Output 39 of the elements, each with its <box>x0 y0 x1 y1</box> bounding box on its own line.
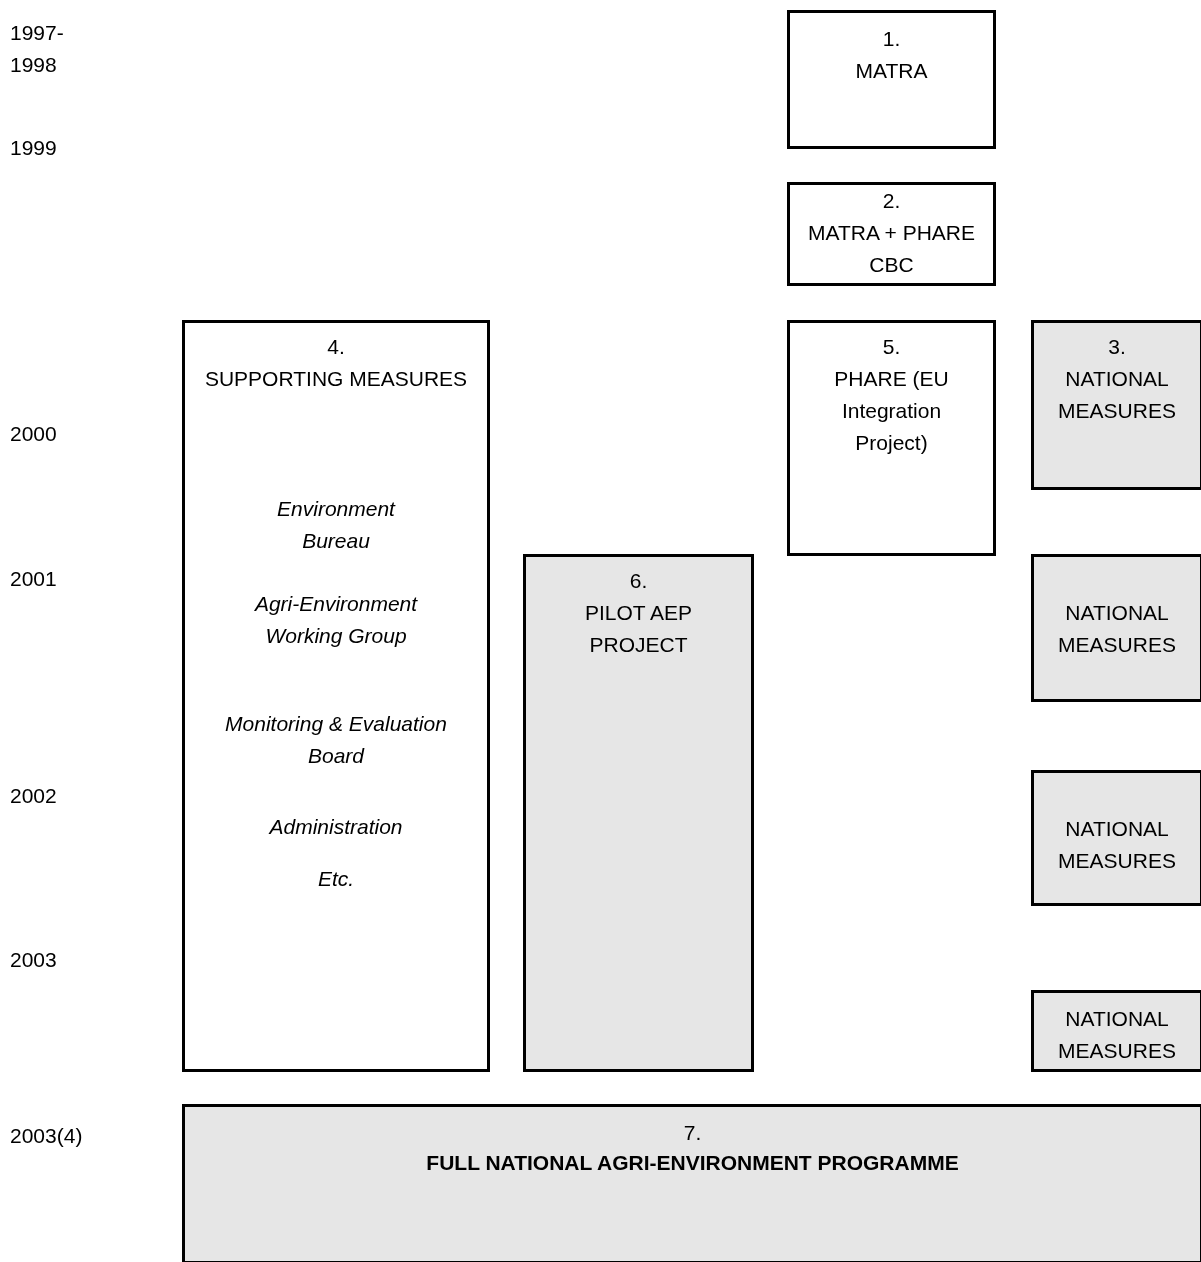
year-label: 2003(4) <box>10 1123 84 1149</box>
shaded-stage-box <box>182 1104 1201 1262</box>
stage-number: 5. <box>881 334 902 360</box>
stage-title: PILOT AEP PROJECT <box>584 600 693 658</box>
stage-title: NATIONAL MEASURES <box>1057 366 1177 424</box>
year-label: 1999 <box>10 135 58 161</box>
stage-title: MATRA + PHARE CBC <box>806 220 977 278</box>
stage-title: PHARE (EU Integration Project) <box>833 366 950 456</box>
stage-number: 7. <box>682 1120 703 1146</box>
measure-item: Administration <box>267 814 404 840</box>
shaded-stage-box <box>1031 770 1201 906</box>
measure-item: Monitoring & Evaluation Board <box>224 711 448 769</box>
shaded-stage-box <box>1031 554 1201 702</box>
stage-box <box>787 320 996 556</box>
shaded-stage-box <box>1031 320 1201 490</box>
year-label: 1997- 1998 <box>10 20 65 78</box>
stage-title: NATIONAL MEASURES <box>1057 600 1177 658</box>
measure-item: Etc. <box>316 866 356 892</box>
stage-title: FULL NATIONAL AGRI-ENVIRONMENT PROGRAMME <box>425 1150 960 1176</box>
measure-item: Agri-Environment Working Group <box>253 591 419 649</box>
measure-item: Environment Bureau <box>276 496 397 554</box>
stage-title: NATIONAL MEASURES <box>1057 1006 1177 1064</box>
year-label: 2001 <box>10 566 58 592</box>
stage-box <box>787 10 996 149</box>
stage-number: 4. <box>326 334 346 360</box>
stage-title: MATRA <box>854 58 929 84</box>
year-label: 2003 <box>10 947 58 973</box>
stage-box <box>182 320 490 1072</box>
stage-number: 1. <box>881 26 902 52</box>
stage-title: SUPPORTING MEASURES <box>203 366 469 392</box>
stage-number: 6. <box>628 568 649 594</box>
shaded-stage-box <box>1031 990 1201 1072</box>
stage-title: NATIONAL MEASURES <box>1057 816 1177 874</box>
stage-number: 3. <box>1107 334 1127 360</box>
shaded-stage-box <box>523 554 754 1072</box>
year-label: 2000 <box>10 421 58 447</box>
stage-number: 2. <box>881 188 902 214</box>
year-label: 2002 <box>10 783 58 809</box>
stage-box <box>787 182 996 286</box>
